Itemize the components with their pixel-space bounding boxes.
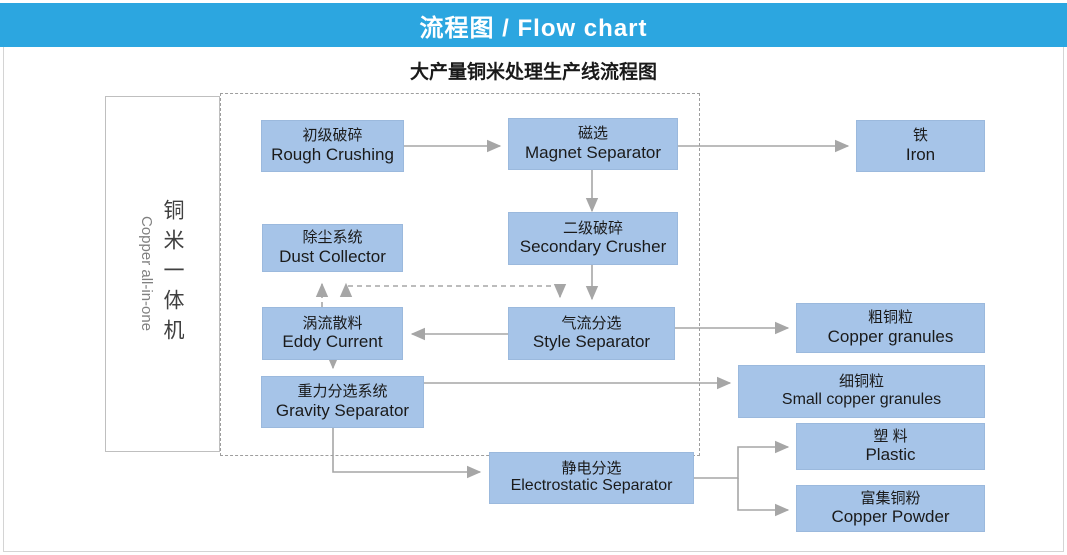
node-label-cn: 磁选: [577, 125, 608, 143]
node-label-cn: 静电分选: [561, 459, 622, 477]
node-label-en: Eddy Current: [282, 332, 383, 352]
node-dust-collector[interactable]: 除尘系统 Dust Collector: [262, 224, 403, 272]
node-label-en: Copper Powder: [831, 507, 950, 527]
node-iron[interactable]: 铁 Iron: [856, 120, 985, 172]
node-label-en: Copper granules: [827, 326, 954, 346]
page-title: 大产量铜米处理生产线流程图: [409, 62, 657, 83]
node-label-cn: 粗铜粒: [867, 309, 913, 327]
node-label-en: Dust Collector: [279, 246, 386, 266]
node-secondary-crusher[interactable]: 二级破碎 Secondary Crusher: [508, 212, 678, 265]
edge-gravity-to-electrostatic: [332, 428, 482, 479]
node-label-en: Gravity Separator: [275, 400, 410, 420]
process-zone-boundary: [220, 93, 700, 456]
node-label-cn: 气流分选: [561, 314, 622, 332]
node-rough-crushing[interactable]: 初级破碎 Rough Crushing: [261, 120, 404, 172]
edge-electrostatic-to-copper-powder: [737, 478, 790, 517]
node-label-en: Style Separator: [532, 332, 651, 352]
node-small-copper-granules[interactable]: 细铜粒 Small copper granules: [738, 365, 985, 418]
node-label-en: Magnet Separator: [524, 142, 662, 162]
node-label-cn: 重力分选系统: [297, 383, 388, 401]
node-magnet-separator[interactable]: 磁选 Magnet Separator: [508, 118, 678, 170]
machine-label-cn: 铜米一体机: [161, 199, 184, 349]
node-label-cn: 涡流散料: [302, 314, 363, 332]
node-label-cn: 二级破碎: [562, 219, 623, 237]
node-gravity-separator[interactable]: 重力分选系统 Gravity Separator: [261, 376, 424, 428]
node-label-cn: 除尘系统: [302, 229, 363, 247]
machine-label-en: Copper all-in-one: [138, 216, 155, 332]
node-label-cn: 富集铜粉: [860, 489, 921, 507]
node-label-en: Electrostatic Separator: [510, 477, 673, 495]
node-label-en: Plastic: [865, 445, 916, 465]
node-copper-granules[interactable]: 粗铜粒 Copper granules: [796, 303, 985, 353]
machine-outline-box: Copper all-in-one 铜米一体机: [105, 96, 220, 452]
node-label-cn: 塑 料: [873, 427, 908, 445]
header-bar: 流程图 / Flow chart: [0, 3, 1067, 47]
node-eddy-current[interactable]: 涡流散料 Eddy Current: [262, 307, 403, 360]
node-style-separator[interactable]: 气流分选 Style Separator: [508, 307, 675, 360]
node-electrostatic-separator[interactable]: 静电分选 Electrostatic Separator: [489, 452, 694, 504]
node-label-en: Rough Crushing: [271, 144, 394, 164]
edge-electrostatic-split: [694, 440, 790, 479]
node-plastic[interactable]: 塑 料 Plastic: [796, 423, 985, 470]
node-label-en: Small copper granules: [781, 390, 942, 408]
node-label-en: Secondary Crusher: [519, 237, 667, 257]
node-label-cn: 细铜粒: [838, 373, 884, 391]
node-label-cn: 铁: [912, 127, 928, 145]
node-label-cn: 初级破碎: [302, 127, 363, 145]
node-copper-powder[interactable]: 富集铜粉 Copper Powder: [796, 485, 985, 532]
header-title: 流程图 / Flow chart: [419, 14, 648, 42]
node-label-en: Iron: [905, 144, 936, 164]
